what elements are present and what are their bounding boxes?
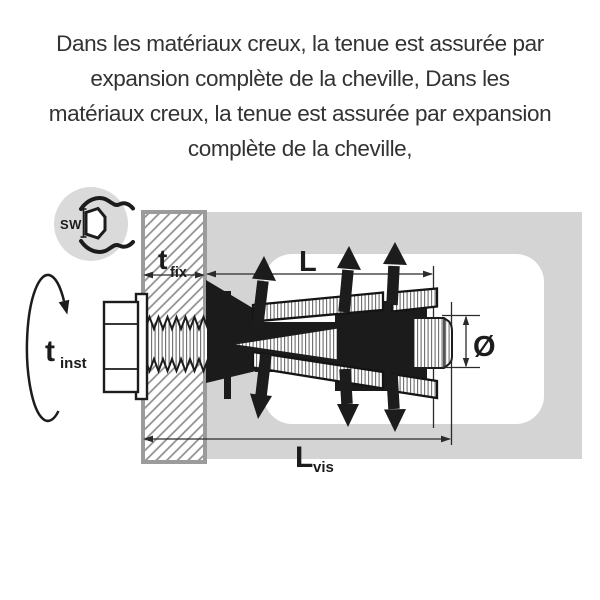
hex-bolt-head [102,300,140,394]
diameter-label: Ø [473,331,496,363]
screw-tip [412,317,453,369]
torque-symbol: t [45,335,55,368]
up-arrow-2 [337,246,361,313]
torque-rotation-arrow [25,273,70,423]
intro-text: Dans les matériaux creux, la tenue est a… [0,26,600,166]
screw-length-subscript: vis [313,459,334,476]
down-arrow-1 [250,353,272,419]
intro-line-2: expansion complète de la cheville, Dans … [90,66,510,91]
wrench-size-label: SW [60,217,82,232]
screw-point [228,326,339,362]
expansion-force-arrows [250,242,407,432]
anchor-collar-plate [224,291,231,399]
intro-line-1: Dans les matériaux creux, la tenue est a… [56,31,544,56]
screw-length-dimension [143,435,451,443]
fixture-thickness-subscript: fix [170,265,187,281]
up-arrow-3 [383,242,407,306]
up-arrow-1 [251,256,276,332]
fixture-thickness-dimension [143,271,205,279]
wrench-icon [79,196,135,254]
intro-line-4: complète de la cheville, [187,136,413,161]
wrench-badge: SW [54,187,135,261]
down-arrow-2 [337,368,359,427]
dimension-labels: t fix L t inst Ø L vis [45,244,496,476]
upper-short-wing [390,287,439,313]
anchor-length-label: L [299,246,317,278]
diameter-dimension [442,314,480,369]
screw-thread-shadow [406,321,414,366]
screw-length-symbol: L [295,441,313,474]
down-arrow-3 [384,373,406,432]
threaded-rod [144,314,209,374]
torque-subscript: inst [60,355,87,372]
intro-line-3: matériaux creux, la tenue est assurée pa… [48,101,552,126]
fixture-thickness-symbol: t [158,244,167,275]
hex-profile [84,206,107,240]
